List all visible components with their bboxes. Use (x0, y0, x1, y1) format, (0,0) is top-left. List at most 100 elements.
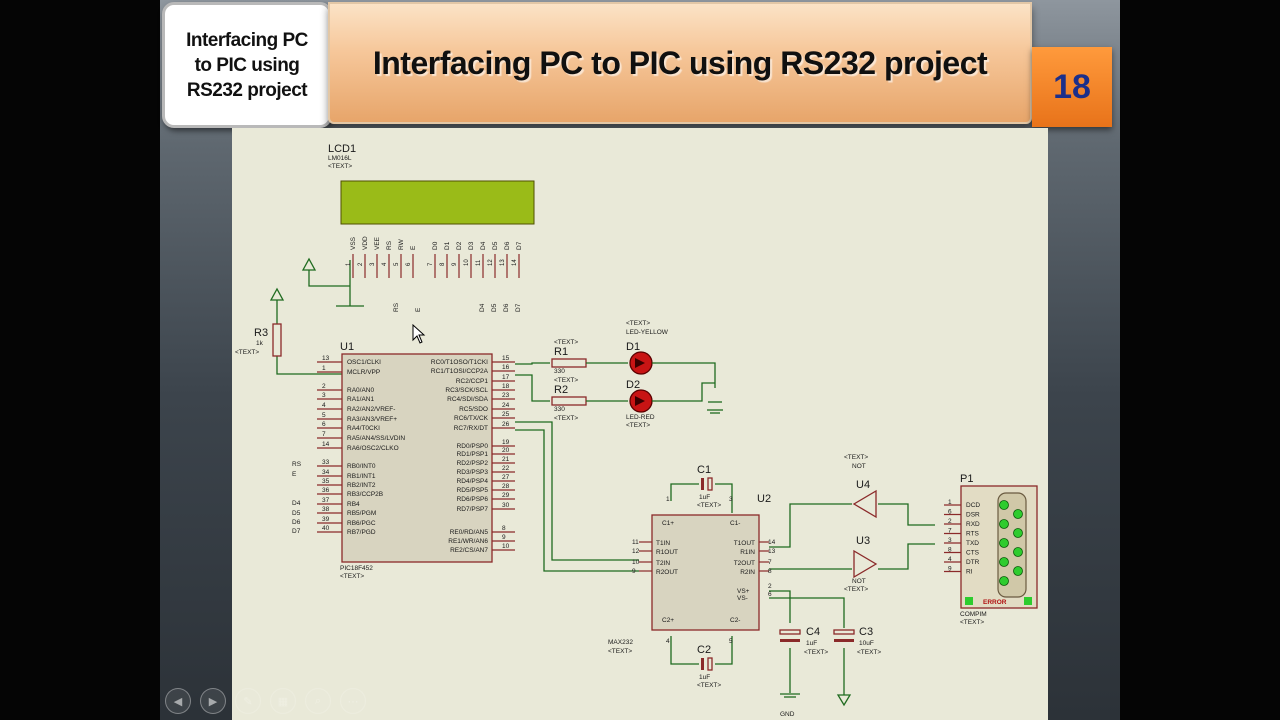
topic-label-text: Interfacing PC to PIC using RS232 projec… (186, 29, 308, 101)
lcd-pin-name: D0 (432, 241, 439, 250)
lcd-ref: LCD1 (328, 143, 356, 155)
u2-text-tag: <TEXT> (608, 648, 632, 655)
p1-part: COMPIM (960, 611, 987, 618)
all-slides-icon[interactable]: ▦ (270, 688, 296, 714)
u1-pin-name: RC2/CCP1 (456, 378, 489, 385)
p1-pin-number: 8 (948, 547, 952, 554)
lcd-pin-number: 11 (476, 259, 482, 266)
u2-c1m-label: C1- (730, 520, 740, 527)
u1-net-label: E (292, 471, 297, 478)
u2-vsm-label: VS- (737, 595, 748, 602)
more-options-icon[interactable]: ⋯ (340, 688, 366, 714)
p1-pin-number: 1 (948, 499, 952, 506)
wire-layer (276, 260, 935, 695)
u1-pin-name: RA6/OSC2/CLKO (347, 445, 399, 452)
u1-pin-name: RE1/WR/AN6 (448, 538, 488, 545)
p1-text-tag: <TEXT> (960, 619, 984, 626)
r3-text-tag: <TEXT> (235, 349, 259, 356)
c1-value: 1uF (699, 494, 710, 501)
u1-pin-name: RB6/PGC (347, 520, 376, 527)
c3-text-tag: <TEXT> (857, 649, 881, 656)
c4-plate (780, 639, 800, 642)
u1-pin-name: RC5/SDO (459, 406, 488, 413)
u2-pin-number: 5 (729, 638, 733, 645)
previous-slide-icon[interactable]: ◀ (165, 688, 191, 714)
lcd-pin-number: 14 (512, 259, 518, 266)
u1-pin-number: 15 (502, 355, 510, 362)
u1-pin-number: 3 (322, 392, 326, 399)
u1-pin-number: 29 (502, 492, 510, 499)
title-banner: Interfacing PC to PIC using RS232 projec… (328, 2, 1032, 124)
lcd-pin-name: VSS (350, 236, 357, 250)
p1-connector-pin (999, 576, 1009, 586)
u1-pin-number: 21 (502, 456, 510, 463)
c2-text-tag: <TEXT> (697, 682, 721, 689)
lcd-pin-name: E (410, 245, 417, 250)
c3-plate (833, 629, 855, 635)
c1-plate (707, 477, 713, 491)
u1-pin-number: 36 (322, 487, 330, 494)
lcd-text-tag: <TEXT> (328, 163, 352, 170)
u2-pin-name: T2IN (656, 560, 670, 567)
p1-pin-name: DCD (966, 502, 980, 509)
slide-number: 18 (1053, 67, 1091, 106)
u2-pin-name: R1OUT (656, 549, 678, 556)
pen-tool-icon[interactable]: ✎ (235, 688, 261, 714)
u1-pin-number: 25 (502, 411, 510, 418)
u4-text-tag: <TEXT> (844, 454, 868, 461)
u2-pin-name: T2OUT (734, 560, 755, 567)
u1-net-label: D5 (292, 510, 301, 517)
u2-pin-number: 12 (632, 548, 640, 555)
lcd-pin-number: 4 (382, 262, 388, 266)
lcd-pin-number: 3 (370, 262, 376, 266)
u1-ref: U1 (340, 341, 354, 353)
u2-pin-name: T1OUT (734, 540, 755, 547)
u1-part: PIC18F452 (340, 565, 373, 572)
u1-pin-number: 34 (322, 469, 330, 476)
lcd-net-label: D4 (479, 303, 486, 312)
u2-pin-number: 2 (768, 583, 772, 590)
u1-pin-number: 27 (502, 474, 510, 481)
r3-body (272, 323, 282, 357)
u1-pin-name: RE0/RD/AN5 (450, 529, 489, 536)
p1-pin-number: 2 (948, 518, 952, 525)
u2-pin-name: R2OUT (656, 569, 678, 576)
u1-pin-number: 2 (322, 383, 326, 390)
p1-pin-number: 3 (948, 537, 952, 544)
u1-pin-name: RC4/SDI/SDA (447, 396, 488, 403)
next-slide-icon[interactable]: ▶ (200, 688, 226, 714)
u2-pin-number: 1 (666, 496, 670, 503)
topic-label-box: Interfacing PC to PIC using RS232 projec… (162, 2, 332, 128)
lcd-pin-number: 8 (440, 262, 446, 266)
u2-part: MAX232 (608, 639, 633, 646)
u2-vsp-label: VS+ (737, 588, 750, 595)
lcd-pin-name: D2 (456, 241, 463, 250)
u1-pin-name: RB2/INT2 (347, 482, 376, 489)
u2-pin-number: 7 (768, 559, 772, 566)
p1-pin-number: 9 (948, 566, 952, 573)
u1-pin-number: 40 (322, 525, 330, 532)
c1-ref: C1 (697, 464, 711, 476)
c3-ref: C3 (859, 626, 873, 638)
p1-pin-name: RXD (966, 521, 980, 528)
lcd-pin-name: VDD (362, 236, 369, 250)
r2-ref: R2 (554, 384, 568, 396)
slide-number-box: 18 (1032, 47, 1112, 127)
u1-pin-number: 26 (502, 421, 510, 428)
u1-pin-number: 7 (322, 431, 326, 438)
zoom-icon[interactable]: ⌕ (305, 688, 331, 714)
u2-pin-number: 14 (768, 539, 776, 546)
c3-plate (834, 639, 854, 642)
u1-pin-number: 37 (322, 497, 330, 504)
u1-pin-name: RC6/TX/CK (454, 415, 489, 422)
u1-pin-name: RC1/T1OSI/CCP2A (431, 368, 489, 375)
gnd-label: GND (780, 711, 795, 718)
u1-pin-number: 8 (502, 525, 506, 532)
p1-pin-name: DSR (966, 512, 980, 519)
r3-ref: R3 (254, 327, 268, 339)
p1-connector-pin (999, 519, 1009, 529)
u2-pin-number: 11 (632, 539, 639, 546)
slideshow-nav-bar[interactable]: ◀ ▶ ✎ ▦ ⌕ ⋯ (165, 688, 366, 716)
